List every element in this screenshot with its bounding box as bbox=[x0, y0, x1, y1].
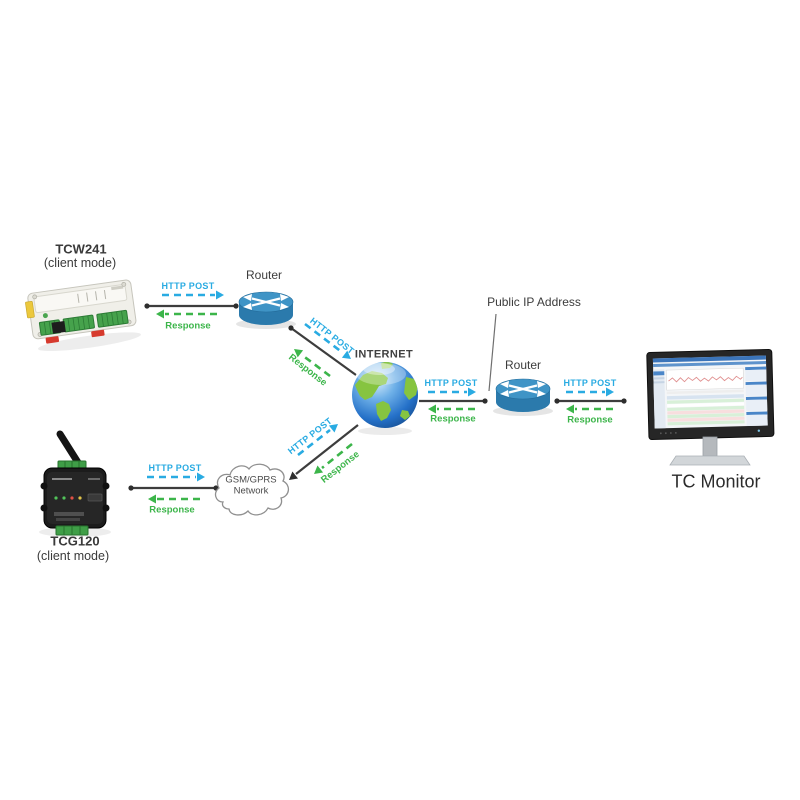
router-right-icon bbox=[491, 377, 555, 418]
router-left-icon bbox=[234, 290, 298, 331]
power-led bbox=[757, 429, 761, 432]
http-post-label-1: HTTP POST bbox=[161, 280, 215, 291]
gsm-cloud-line2: Network bbox=[233, 485, 269, 497]
connection-tcw241-router bbox=[144, 290, 239, 319]
http-post-arrow-6 bbox=[297, 424, 338, 457]
connection-router-internet bbox=[288, 322, 357, 378]
connection-internet-router bbox=[419, 387, 488, 414]
connection-tcg120-cloud bbox=[128, 472, 219, 504]
response-label-5: Response bbox=[149, 504, 195, 516]
response-label-3: Response bbox=[430, 413, 476, 425]
tcw241-title: TCW241 bbox=[55, 241, 107, 257]
http-post-arrow-4 bbox=[566, 387, 614, 397]
http-post-label-3: HTTP POST bbox=[424, 377, 478, 388]
gsm-device-icon bbox=[39, 430, 111, 537]
tc-monitor-label: TC Monitor bbox=[671, 471, 761, 492]
response-arrow-6 bbox=[314, 442, 353, 474]
http-post-label-4: HTTP POST bbox=[563, 377, 617, 388]
http-post-arrow-2 bbox=[304, 322, 351, 359]
response-arrow-2 bbox=[294, 349, 331, 378]
tcg120-subtitle: (client mode) bbox=[36, 548, 110, 563]
http-post-arrow-3 bbox=[428, 387, 476, 397]
tcw241-device-icon bbox=[25, 279, 141, 352]
router-left-label: Router bbox=[245, 268, 283, 283]
public-ip-label: Public IP Address bbox=[487, 295, 581, 310]
response-label-4: Response bbox=[567, 414, 613, 426]
response-label-1: Response bbox=[165, 320, 211, 332]
router-right-label: Router bbox=[504, 358, 542, 373]
monitor-stand bbox=[702, 436, 718, 457]
tcg120-title: TCG120 bbox=[50, 533, 100, 549]
public-ip-pointer-line bbox=[488, 313, 497, 392]
internet-label: INTERNET bbox=[354, 348, 414, 361]
connection-cloud-internet bbox=[289, 424, 359, 480]
globe-icon bbox=[352, 362, 418, 435]
monitor-base bbox=[669, 455, 751, 466]
response-arrow-5 bbox=[148, 494, 200, 504]
tcw241-subtitle: (client mode) bbox=[43, 255, 117, 270]
response-arrow-1 bbox=[156, 309, 217, 319]
response-arrow-3 bbox=[428, 404, 475, 414]
gsm-cloud-line1: GSM/GPRS bbox=[225, 474, 277, 486]
response-arrow-4 bbox=[566, 404, 613, 414]
cloud-icon bbox=[214, 463, 290, 516]
connection-router-monitor bbox=[554, 387, 627, 414]
http-post-label-5: HTTP POST bbox=[148, 462, 202, 473]
monitor-icon bbox=[646, 348, 775, 466]
http-post-arrow-1 bbox=[162, 290, 224, 300]
http-post-arrow-5 bbox=[147, 472, 205, 482]
